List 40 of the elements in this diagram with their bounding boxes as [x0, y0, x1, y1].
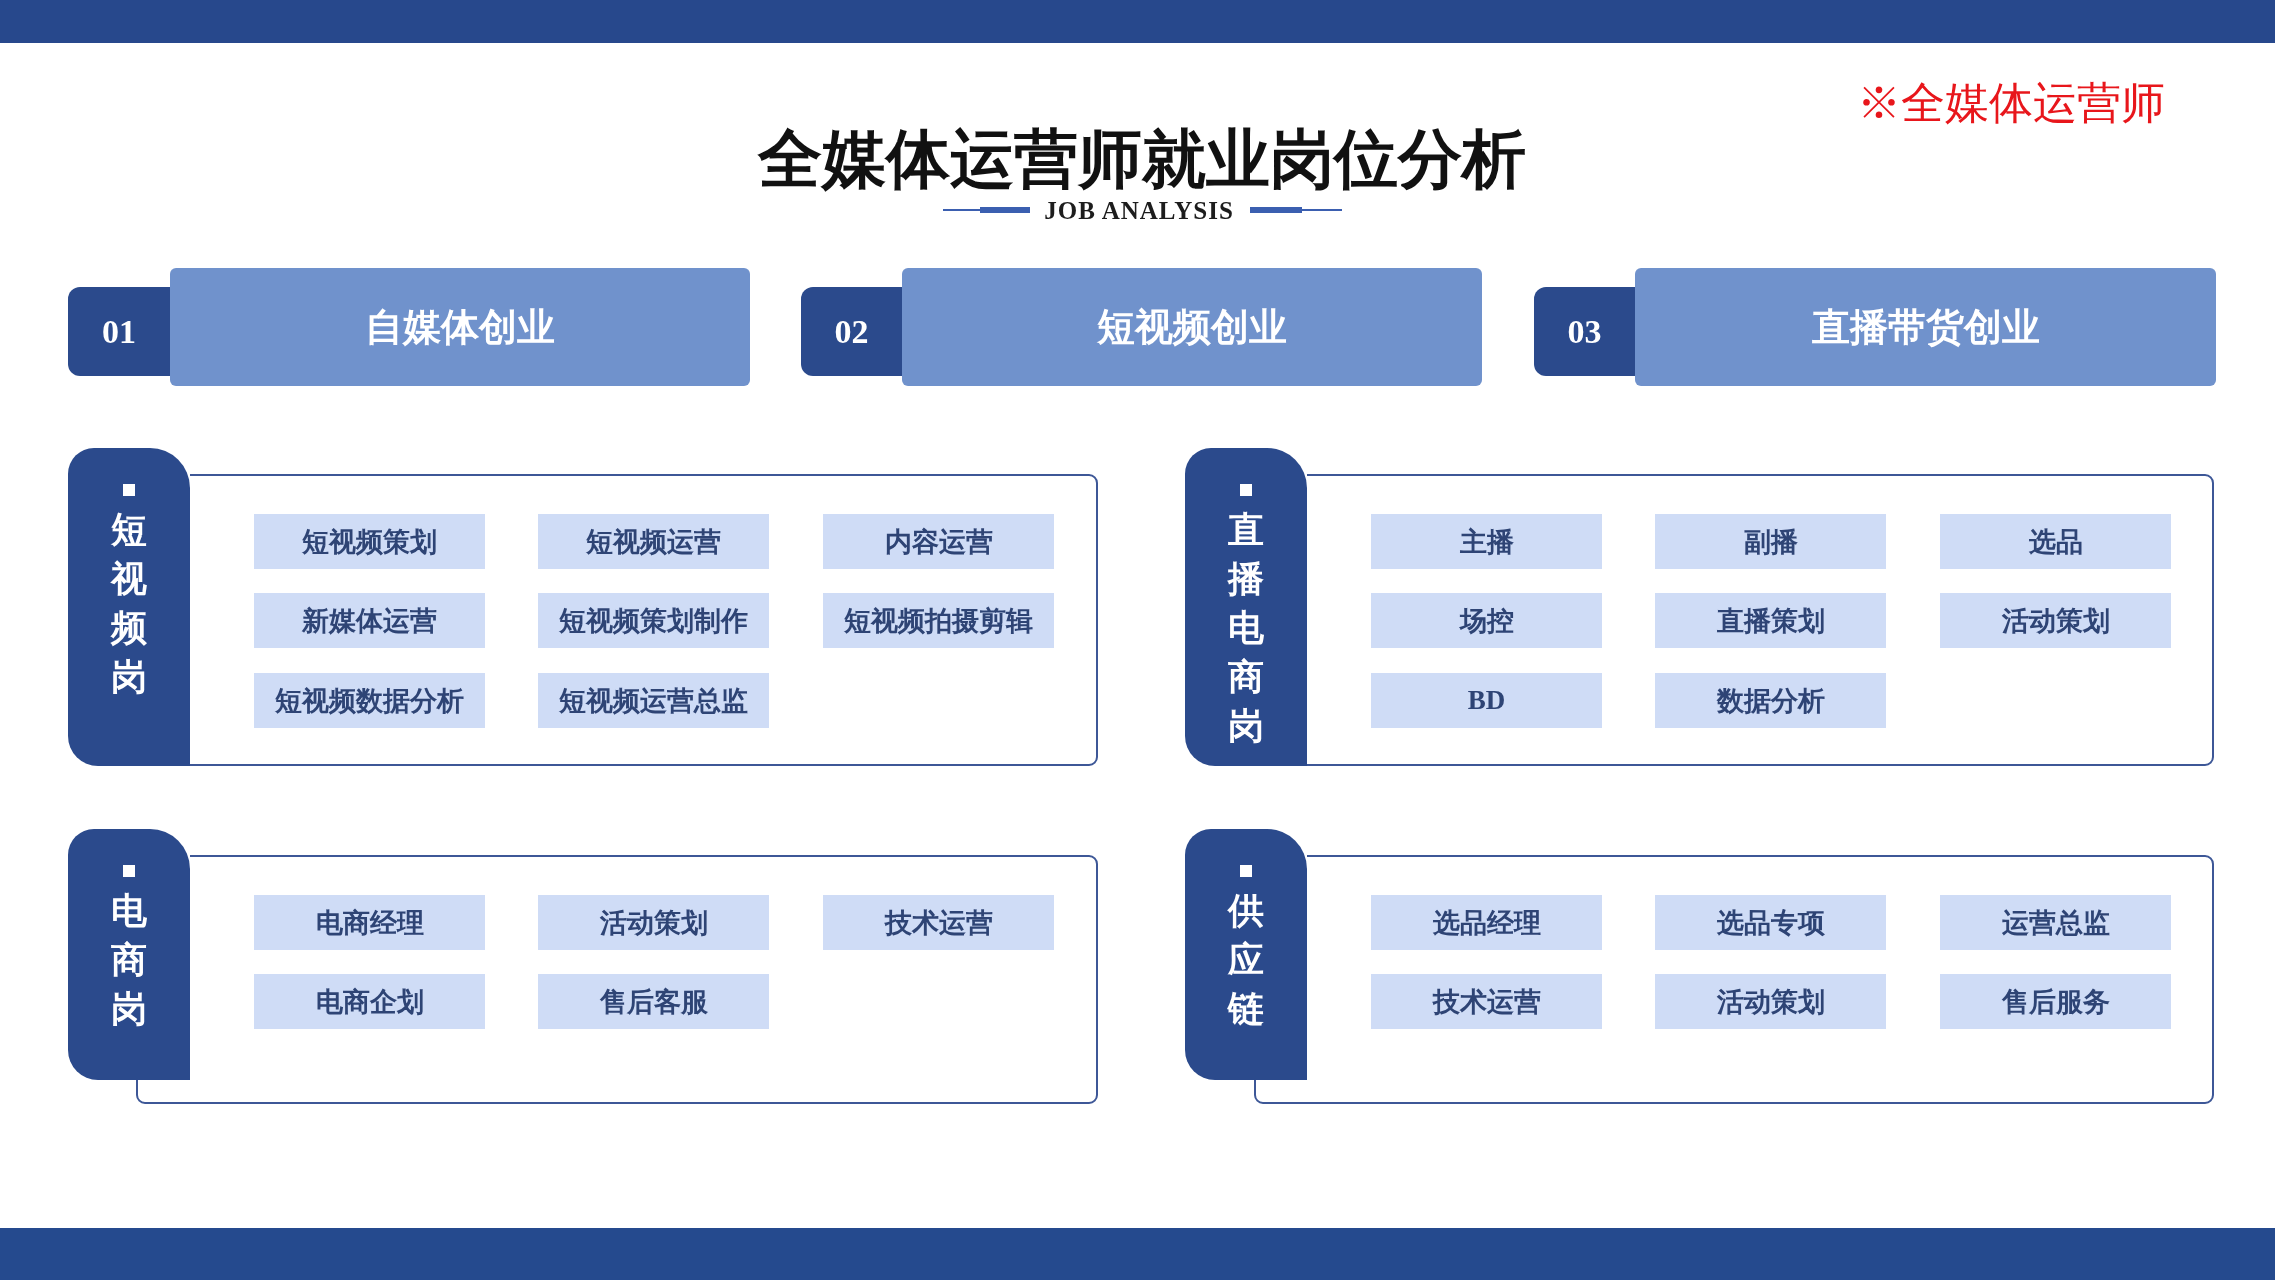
job-tag: 选品专项 — [1655, 895, 1886, 950]
job-tag: 短视频运营总监 — [538, 673, 769, 728]
group-title: 电商岗 — [111, 890, 147, 1031]
page-title: 全媒体运营师就业岗位分析 — [758, 128, 1526, 192]
page-subtitle: JOB ANALYSIS — [1044, 198, 1234, 223]
job-tag: 短视频拍摄剪辑 — [823, 593, 1054, 648]
job-tag: 主播 — [1371, 514, 1602, 569]
job-tag: 数据分析 — [1655, 673, 1886, 728]
group-title: 短视频岗 — [111, 509, 147, 699]
job-tag: 选品经理 — [1371, 895, 1602, 950]
job-tag: 内容运营 — [823, 514, 1054, 569]
job-tag: 短视频策划制作 — [538, 593, 769, 648]
job-tag: 短视频数据分析 — [254, 673, 485, 728]
job-tag: 选品 — [1940, 514, 2171, 569]
job-tag: 活动策划 — [538, 895, 769, 950]
job-tag: 活动策划 — [1655, 974, 1886, 1029]
group-title: 供应链 — [1228, 890, 1264, 1031]
section-number-tab: 01 — [68, 287, 170, 376]
job-tag: 短视频运营 — [538, 514, 769, 569]
section-heading-bar: 自媒体创业 — [170, 268, 750, 386]
job-tag: 售后服务 — [1940, 974, 2171, 1029]
job-tag: 活动策划 — [1940, 593, 2171, 648]
job-tag: 短视频策划 — [254, 514, 485, 569]
job-tag: 新媒体运营 — [254, 593, 485, 648]
job-tag: 技术运营 — [823, 895, 1054, 950]
job-tag: 场控 — [1371, 593, 1602, 648]
corner-note: ※全媒体运营师 — [1857, 81, 2165, 125]
group-title: 直播电商岗 — [1228, 509, 1264, 748]
job-tag: 售后客服 — [538, 974, 769, 1029]
section-heading-bar: 短视频创业 — [902, 268, 1482, 386]
section-number-tab: 02 — [801, 287, 902, 376]
job-tag: 运营总监 — [1940, 895, 2171, 950]
section-number-tab: 03 — [1534, 287, 1635, 376]
section-heading-bar: 直播带货创业 — [1635, 268, 2216, 386]
job-tag: 电商企划 — [254, 974, 485, 1029]
job-tag: BD — [1371, 673, 1602, 728]
job-tag: 副播 — [1655, 514, 1886, 569]
job-tag: 电商经理 — [254, 895, 485, 950]
job-tag: 技术运营 — [1371, 974, 1602, 1029]
job-tag: 直播策划 — [1655, 593, 1886, 648]
